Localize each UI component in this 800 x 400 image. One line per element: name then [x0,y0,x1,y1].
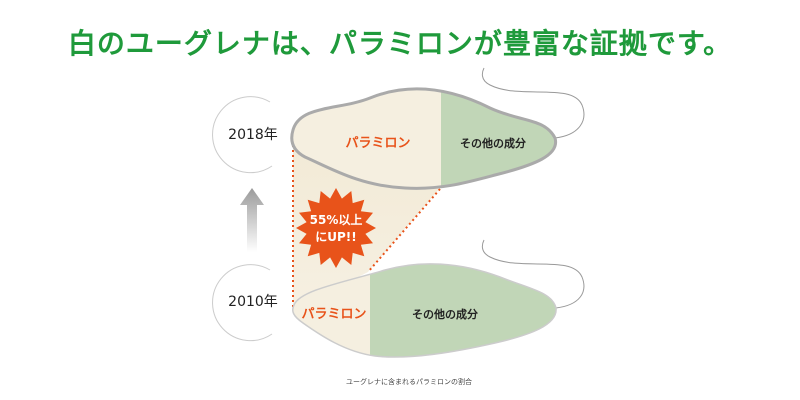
paramylon-label-2010: パラミロン [301,307,366,322]
badge-line1: 55%以上 [310,212,363,227]
flagellum-bottom [481,239,585,309]
year-circle-2018 [212,96,273,174]
up-arrow-icon [240,188,264,252]
paramylon-label-2018: パラミロン [345,136,410,151]
badge-line2: にUP!! [315,230,357,244]
caption: ユーグレナに含まれるパラミロンの割合 [346,377,472,386]
starburst-badge [296,188,376,268]
year-circle-2010 [212,264,273,342]
year-2018: 2018年 [228,127,278,143]
dotted-line-right [367,188,441,273]
year-2010: 2010年 [228,294,278,310]
headline: 白のユーグレナは、パラミロンが豊富な証拠です。 [67,27,733,60]
other-label-2010: その他の成分 [412,307,478,321]
flagellum-top [481,67,585,139]
other-label-2018: その他の成分 [460,136,526,150]
